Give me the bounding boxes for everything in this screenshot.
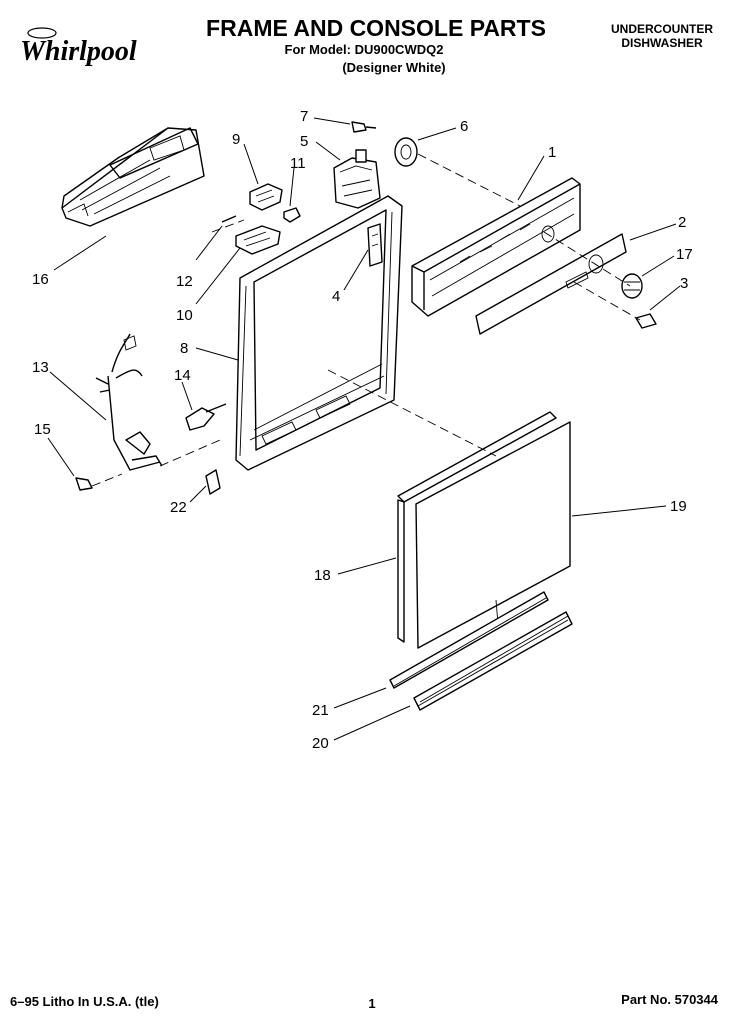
part-21-bottom-trim — [389, 591, 549, 689]
callout-9: 9 — [232, 131, 240, 148]
part-5-timer — [333, 149, 381, 209]
part-6-knob-hub — [394, 137, 418, 167]
part-number: Part No. 570344 — [621, 992, 719, 1007]
category-line-2: DISHWASHER — [621, 36, 703, 50]
callout-15: 15 — [34, 421, 51, 438]
part-22-clip — [205, 469, 221, 495]
model-line: For Model: DU900CWDQ2 — [285, 42, 444, 57]
part-9-switch — [249, 183, 283, 211]
callout-12: 12 — [176, 273, 193, 290]
part-11-clip — [283, 207, 301, 223]
callout-1: 1 — [548, 144, 556, 161]
callout-22: 22 — [170, 499, 187, 516]
part-7-screw — [351, 121, 377, 133]
part-20-kick-plate — [413, 611, 573, 711]
callout-10: 10 — [176, 307, 193, 324]
callout-21: 21 — [312, 702, 329, 719]
callout-4: 4 — [332, 288, 340, 305]
brand-name: Whirlpool — [20, 36, 137, 67]
leader-lines — [47, 117, 681, 741]
part-1-console — [411, 177, 581, 317]
page-number: 1 — [368, 996, 375, 1011]
callout-7: 7 — [300, 108, 308, 125]
part-18-door-panel — [397, 411, 557, 643]
callout-18: 18 — [314, 567, 331, 584]
part-8-door-frame — [235, 195, 403, 471]
part-17-knob — [621, 273, 643, 299]
callout-14: 14 — [174, 367, 191, 384]
callout-17: 17 — [676, 246, 693, 263]
category-line-1: UNDERCOUNTER — [611, 22, 713, 36]
part-15-screw — [75, 477, 93, 491]
part-2-console-panel — [475, 233, 627, 335]
callout-numbers: 1 2 3 4 5 6 7 8 9 10 11 12 13 14 15 16 1… — [32, 108, 693, 752]
print-info: 6–95 Litho In U.S.A. (tle) — [10, 994, 159, 1009]
part-19-door-panel-front — [415, 421, 571, 649]
callout-11: 11 — [290, 155, 306, 172]
callout-13: 13 — [32, 359, 49, 376]
callout-19: 19 — [670, 498, 687, 515]
callout-5: 5 — [300, 133, 308, 150]
alignment-lines — [91, 153, 641, 487]
part-4-latch — [367, 223, 383, 267]
page-title: FRAME AND CONSOLE PARTS — [206, 15, 546, 41]
callout-16: 16 — [32, 271, 49, 288]
callout-2: 2 — [678, 214, 686, 231]
part-12-pin — [221, 215, 237, 223]
part-14-switch — [185, 403, 227, 431]
callout-8: 8 — [180, 340, 188, 357]
callout-20: 20 — [312, 735, 329, 752]
callout-6: 6 — [460, 118, 468, 135]
part-10-bracket — [235, 225, 281, 255]
part-3-clip — [635, 313, 657, 329]
whirlpool-logo: Whirlpool — [20, 27, 137, 67]
color-line: (Designer White) — [342, 60, 445, 75]
part-13-wire-harness — [95, 333, 163, 471]
callout-3: 3 — [680, 275, 688, 292]
part-16-vent-housing — [61, 127, 205, 227]
